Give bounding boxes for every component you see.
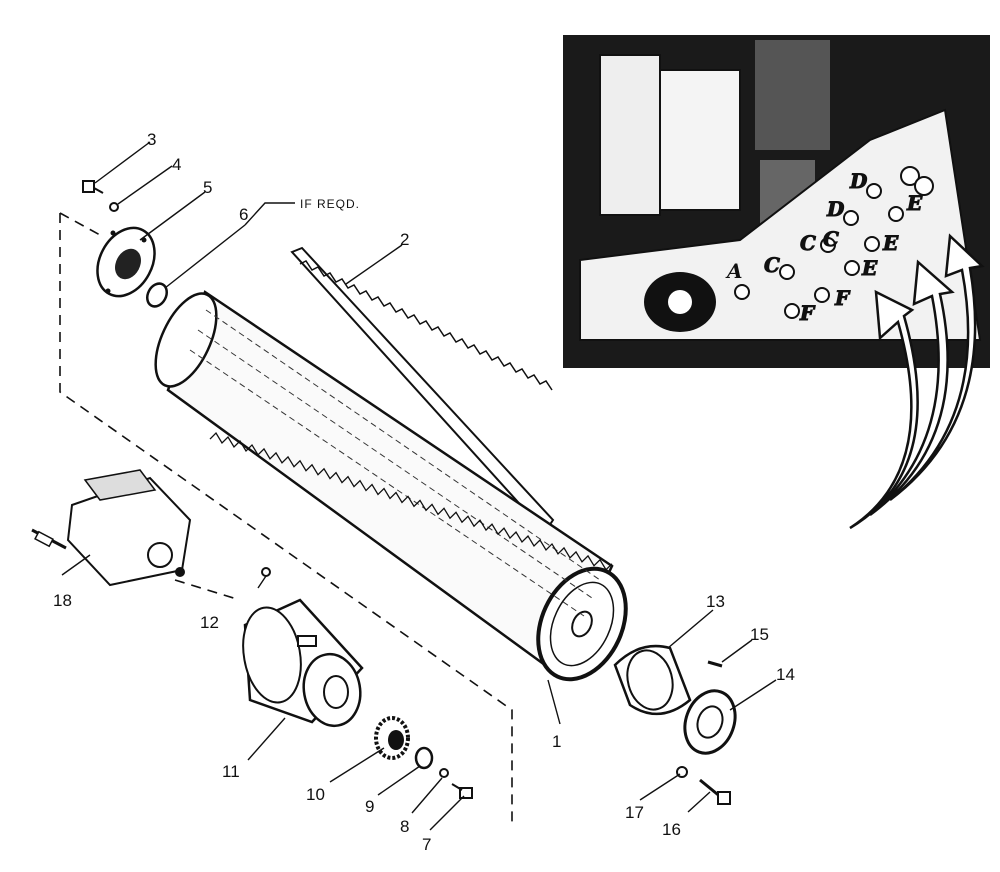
gear-part-10 [374,716,410,760]
location-arrows [849,233,985,530]
callout-18: 18 [53,591,72,610]
hydraulic-motor-part-18 [31,469,192,587]
callout-9: 9 [365,797,374,816]
o-ring-part-6 [146,282,168,308]
inset-letter-d1: D [826,197,845,221]
bolt-part-16 [699,778,731,805]
callout-7: 7 [422,835,431,854]
set-screw-part-15 [707,660,723,668]
callout-12: 12 [200,613,219,632]
callout-14: 14 [776,665,795,684]
callout-1: 1 [552,732,561,751]
callout-16: 16 [662,820,681,839]
inset-letter-e1: E [906,191,923,215]
callout-4: 4 [172,155,181,174]
note-if-reqd: IF REQD. [300,197,360,211]
callout-13: 13 [706,592,725,611]
callout-15: 15 [750,625,769,644]
screw-part-7 [451,783,473,799]
spring-washer-part-8 [439,768,449,778]
callout-11: 11 [222,762,240,781]
callout-5: 5 [203,178,212,197]
inset-letter-e2: E [882,231,899,255]
roller-drum-part-1 [154,290,628,682]
callout-labels: 3 4 5 6 IF REQD. 2 1 12 11 10 9 8 7 13 1… [53,130,795,854]
bolt-part-3 [82,180,104,194]
callout-6: 6 [239,205,248,224]
callout-3: 3 [147,130,156,149]
washer-part-9 [414,746,434,770]
inset-letter-c3: C [823,227,839,251]
bearing-housing-part-13 [613,644,692,716]
assembly-dashed-lines [59,212,513,824]
inset-location-panel [563,35,990,368]
inset-letter-c2: C [800,231,816,255]
callout-8: 8 [400,817,409,836]
nut-part-12 [261,567,271,577]
callout-2: 2 [400,230,409,249]
motor-housing-part-11 [242,598,364,728]
leader-lines [61,141,777,831]
washer-part-4 [109,202,119,212]
callout-17: 17 [625,803,644,822]
inset-letter-c1: C [764,253,780,277]
inset-letter-f1: F [799,301,816,325]
inset-letter-e3: E [861,256,878,280]
flange-part-5 [96,226,156,298]
callout-10: 10 [306,785,325,804]
inset-letter-d2: D [849,169,868,193]
toothed-strip-part-2 [290,246,555,534]
inset-letter-a: A [725,259,743,283]
bearing-part-14 [683,689,737,755]
inset-letter-labels: A C C C D D E E E F F [725,169,924,326]
inset-letter-f2: F [834,286,851,310]
